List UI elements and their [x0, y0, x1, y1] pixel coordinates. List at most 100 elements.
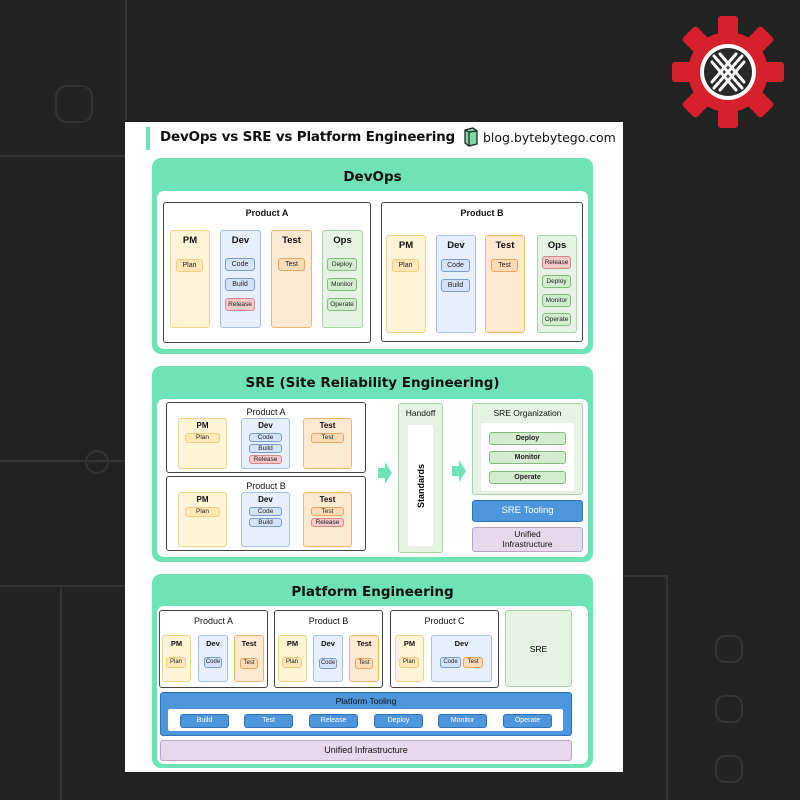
- product-title: Product C: [424, 616, 465, 626]
- pm-column: PM Plan: [395, 635, 424, 682]
- column-label: PM: [170, 639, 183, 648]
- test-chip: Test: [278, 258, 305, 271]
- arrow-right-icon: [378, 462, 392, 484]
- background-circuit: [715, 635, 743, 663]
- background-circuit: [85, 450, 109, 474]
- test-chip: Test: [244, 714, 293, 728]
- test-chip: Test: [355, 658, 373, 669]
- sre-org-title: SRE Organization: [493, 408, 562, 418]
- dev-column: Dev Code: [313, 635, 343, 682]
- pm-column: PM Plan: [386, 235, 426, 333]
- dev-column: Dev Code Build Release: [241, 418, 290, 469]
- plan-chip: Plan: [282, 657, 302, 668]
- release-chip: Release: [249, 455, 282, 464]
- column-label: Test: [282, 235, 301, 246]
- sre-product-a: Product A PM Plan Dev Code Build Release…: [166, 402, 366, 473]
- release-chip: Release: [542, 256, 571, 269]
- pm-column: PM Plan: [278, 635, 307, 682]
- product-title: Product B: [308, 616, 349, 626]
- monitor-chip: Monitor: [542, 294, 571, 307]
- background-line: [666, 575, 668, 800]
- code-chip: Code: [225, 258, 255, 271]
- platform-product-b: Product B PM Plan Dev Code Test Test: [274, 610, 383, 688]
- deploy-chip: Deploy: [327, 258, 357, 271]
- column-label: Ops: [547, 240, 567, 251]
- sre-tooling: SRE Tooling: [472, 500, 583, 522]
- devops-section: DevOps Product A PM Plan Dev Code Build …: [152, 158, 593, 354]
- test-chip: Test: [311, 507, 344, 516]
- background-line: [60, 585, 62, 800]
- operate-chip: Operate: [503, 714, 552, 728]
- column-label: Test: [319, 495, 336, 504]
- background-line: [125, 0, 127, 120]
- standards-label: Standards: [415, 463, 426, 508]
- section-title: SRE (Site Reliability Engineering): [245, 375, 500, 391]
- test-column: Test Test: [349, 635, 379, 682]
- pm-column: PM Plan: [178, 418, 227, 469]
- platform-unified-infrastructure: Unified Infrastructure: [160, 740, 572, 761]
- plan-chip: Plan: [185, 507, 220, 517]
- column-label: Ops: [333, 235, 352, 246]
- gear-logo-icon: [670, 14, 786, 130]
- code-chip: Code: [249, 507, 282, 516]
- background-circuit: [55, 85, 93, 123]
- monitor-chip: Monitor: [327, 278, 357, 291]
- standards-block: Standards: [408, 425, 433, 546]
- plan-chip: Plan: [399, 657, 419, 668]
- platform-section: Platform Engineering Product A PM Plan D…: [152, 574, 593, 768]
- build-chip: Build: [225, 278, 255, 291]
- release-chip: Release: [309, 714, 358, 728]
- sre-section: SRE (Site Reliability Engineering) Produ…: [152, 366, 593, 562]
- dev-column: Dev Code Build: [241, 492, 290, 547]
- plan-chip: Plan: [185, 433, 220, 443]
- background-line: [0, 460, 125, 462]
- arrow-right-icon: [452, 460, 466, 482]
- test-chip: Test: [240, 658, 258, 669]
- infographic-card: DevOps vs SRE vs Platform Engineering bl…: [125, 122, 623, 772]
- operate-chip: Operate: [327, 298, 357, 311]
- platform-product-a: Product A PM Plan Dev Code Test Test: [159, 610, 268, 688]
- background-line: [0, 155, 125, 157]
- product-title: Product A: [193, 616, 234, 626]
- platform-product-c: Product C PM Plan Dev Code Test: [390, 610, 499, 688]
- column-label: Dev: [454, 639, 469, 648]
- deploy-chip: Deploy: [374, 714, 423, 728]
- column-label: PM: [286, 639, 299, 648]
- header-accent-bar: [146, 127, 150, 150]
- ops-column: Ops Deploy Monitor Operate: [322, 230, 363, 328]
- dev-column: Dev Code Build: [436, 235, 476, 333]
- sre-product-b: Product B PM Plan Dev Code Build Test Te…: [166, 476, 366, 551]
- sre-unified-infrastructure: Unified Infrastructure: [472, 527, 583, 552]
- handoff-column: Handoff Standards: [398, 403, 443, 553]
- background-circuit: [715, 695, 743, 723]
- column-label: Dev: [258, 495, 273, 504]
- background-circuit: [715, 755, 743, 783]
- column-label: Dev: [321, 639, 335, 648]
- code-chip: Code: [204, 657, 222, 668]
- code-chip: Code: [441, 259, 470, 272]
- section-title: Platform Engineering: [291, 584, 454, 600]
- test-column: Test Test: [485, 235, 525, 333]
- section-title: DevOps: [343, 169, 402, 185]
- dev-column: Dev Code Test: [431, 635, 492, 682]
- column-label: Test: [241, 639, 257, 648]
- background-line: [0, 585, 125, 587]
- product-title: Product A: [245, 208, 289, 218]
- build-chip: Build: [441, 279, 470, 292]
- platform-sre-box: SRE: [505, 610, 572, 687]
- handoff-label: Handoff: [405, 408, 436, 418]
- bytebytego-logo-icon: [463, 127, 479, 147]
- build-chip: Build: [249, 518, 282, 527]
- plan-chip: Plan: [166, 657, 186, 668]
- dev-column: Dev Code: [198, 635, 228, 682]
- release-chip: Release: [311, 518, 344, 527]
- blog-url: blog.bytebytego.com: [483, 130, 616, 145]
- operate-chip: Operate: [489, 471, 566, 484]
- column-label: Dev: [206, 639, 220, 648]
- deploy-chip: Deploy: [542, 275, 571, 288]
- column-label: Dev: [447, 240, 465, 251]
- build-chip: Build: [180, 714, 229, 728]
- ops-column: Ops Release Deploy Monitor Operate: [537, 235, 577, 333]
- test-chip: Test: [463, 657, 483, 668]
- code-chip: Code: [319, 658, 337, 669]
